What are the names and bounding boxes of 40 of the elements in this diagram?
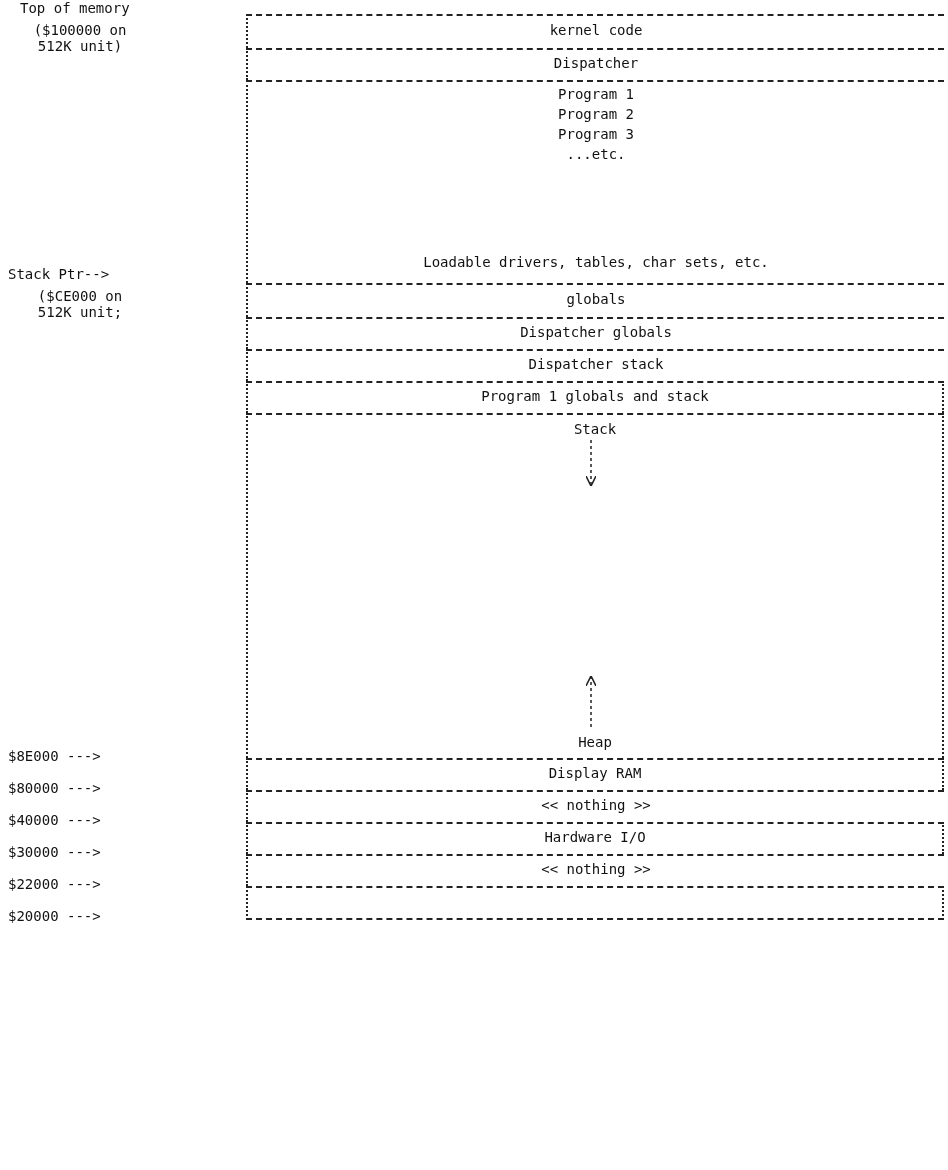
address-label: Top of memory xyxy=(20,0,131,16)
memory-region xyxy=(246,790,944,822)
memory-region xyxy=(246,413,944,758)
address-label: $40000 ---> xyxy=(8,812,102,828)
address-label: $22000 ---> xyxy=(8,876,102,892)
region-label: Stack xyxy=(572,421,618,437)
region-label: Heap xyxy=(577,734,613,750)
address-label: $8E000 ---> xyxy=(8,748,102,764)
memory-region xyxy=(246,349,944,381)
region-label: Program 1 xyxy=(557,86,635,102)
memory-region xyxy=(246,854,944,886)
memory-region xyxy=(246,80,944,283)
address-label: $30000 ---> xyxy=(8,844,102,860)
region-label: Dispatcher xyxy=(552,55,640,71)
region-label: Program 1 globals and stack xyxy=(480,388,710,404)
memory-region xyxy=(246,886,944,920)
memory-region xyxy=(246,822,944,854)
region-label: << nothing >> xyxy=(540,797,652,813)
region-label: Program 3 xyxy=(557,126,635,142)
memory-region xyxy=(246,381,944,413)
memory-region xyxy=(246,283,944,317)
region-label: << nothing >> xyxy=(540,861,652,877)
region-label: Dispatcher stack xyxy=(527,356,665,372)
address-label: ($CE000 on 512K unit; xyxy=(36,288,124,320)
address-label: ($100000 on 512K unit) xyxy=(32,22,128,54)
region-label: Display RAM xyxy=(547,765,643,781)
address-label: $80000 ---> xyxy=(8,780,102,796)
region-label: globals xyxy=(565,291,627,307)
memory-region xyxy=(246,317,944,349)
address-label: Stack Ptr--> xyxy=(8,266,111,282)
region-label: Program 2 xyxy=(557,106,635,122)
memory-region xyxy=(246,758,944,790)
region-label: kernel code xyxy=(548,22,644,38)
region-label: Dispatcher globals xyxy=(519,324,673,340)
address-label: $20000 ---> xyxy=(8,908,102,924)
memory-region xyxy=(246,14,944,48)
region-label: Hardware I/O xyxy=(543,829,647,845)
region-label: ...etc. xyxy=(565,146,627,162)
region-label: Loadable drivers, tables, char sets, etc. xyxy=(422,254,770,270)
memory-region xyxy=(246,48,944,80)
